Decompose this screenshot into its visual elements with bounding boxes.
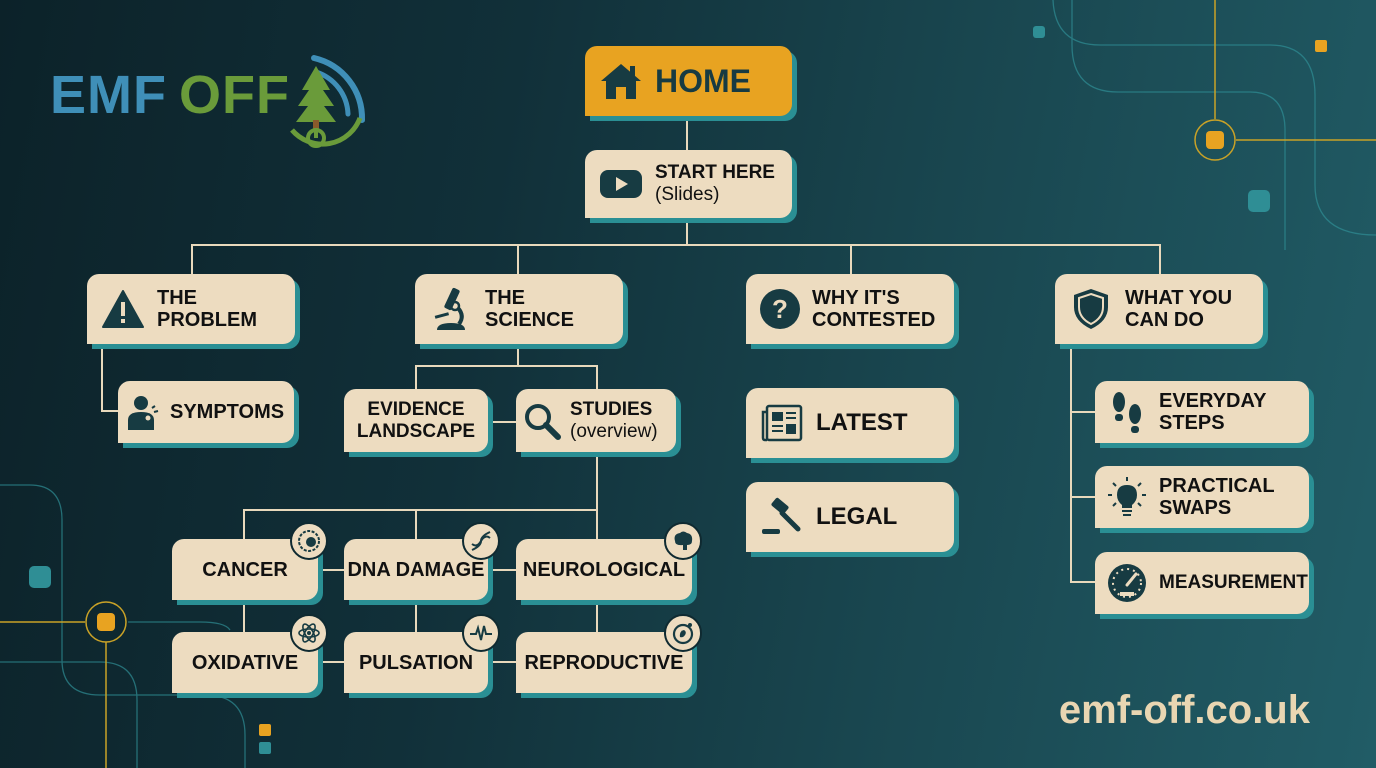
- start-here-node[interactable]: START HERE(Slides): [585, 150, 792, 218]
- start-here-label: START HERE: [655, 162, 775, 183]
- science-line1: THE: [485, 287, 525, 309]
- fetus-icon: [664, 614, 702, 652]
- problem-line2: PROBLEM: [157, 309, 257, 331]
- latest-label: LATEST: [816, 409, 908, 436]
- atom-icon: [290, 614, 328, 652]
- measurement-node[interactable]: MEASUREMENT: [1095, 552, 1309, 614]
- topic-reproductive[interactable]: REPRODUCTIVE: [516, 632, 692, 693]
- cell-icon: [290, 522, 328, 560]
- studies-line1: STUDIES: [570, 398, 653, 420]
- brain-icon: [664, 522, 702, 560]
- action-line1: WHAT YOU: [1125, 287, 1233, 309]
- pulse-icon: [462, 614, 500, 652]
- legal-label: LEGAL: [816, 503, 898, 530]
- topic-label: CANCER: [202, 558, 288, 581]
- topic-label: PULSATION: [358, 651, 474, 674]
- lightbulb-icon: [1103, 473, 1151, 521]
- evidence-line1: EVIDENCE: [367, 398, 465, 420]
- evidence-line2: LANDSCAPE: [356, 420, 476, 442]
- contested-line2: CONTESTED: [812, 309, 936, 331]
- person-pain-icon: [124, 388, 164, 436]
- latest-node[interactable]: LATEST: [746, 388, 954, 458]
- gauge-icon: [1103, 559, 1151, 607]
- magnifier-icon: [522, 397, 562, 445]
- contested-line1: WHY IT'S: [812, 287, 900, 309]
- logo[interactable]: EMF OFF: [50, 40, 374, 150]
- dna-icon: [462, 522, 500, 560]
- shield-icon: [1067, 285, 1115, 333]
- question-icon: ?: [756, 285, 804, 333]
- svg-text:?: ?: [772, 294, 788, 324]
- microscope-icon: [427, 285, 475, 333]
- newspaper-icon: [758, 399, 806, 447]
- topic-label: OXIDATIVE: [191, 651, 299, 674]
- swaps-line1: PRACTICAL: [1159, 475, 1275, 497]
- studies-line2: (overview): [570, 420, 658, 442]
- site-url[interactable]: emf-off.co.uk: [1058, 688, 1310, 732]
- studies-node[interactable]: STUDIES(overview): [516, 389, 676, 452]
- house-icon: [597, 57, 645, 105]
- swaps-line2: SWAPS: [1159, 497, 1232, 519]
- symptoms-label: SYMPTOMS: [170, 401, 285, 423]
- play-icon: [597, 160, 645, 208]
- topic-label: NEUROLOGICAL: [522, 558, 686, 581]
- logo-text-off: OFF: [179, 65, 290, 125]
- steps-line2: STEPS: [1159, 412, 1225, 434]
- legal-node[interactable]: LEGAL: [746, 482, 954, 552]
- logo-text-emf: EMF: [50, 65, 167, 125]
- home-node[interactable]: HOME: [585, 46, 792, 116]
- topic-neurological[interactable]: NEUROLOGICAL: [516, 539, 692, 600]
- measurement-label: MEASUREMENT: [1159, 572, 1308, 593]
- symptoms-node[interactable]: SYMPTOMS: [118, 381, 294, 443]
- science-line2: SCIENCE: [485, 309, 574, 331]
- topic-label: DNA DAMAGE: [347, 558, 485, 581]
- warning-icon: [99, 285, 147, 333]
- start-here-sub: (Slides): [655, 184, 720, 205]
- home-label: HOME: [655, 63, 751, 99]
- steps-line1: EVERYDAY: [1159, 390, 1267, 412]
- topic-label: REPRODUCTIVE: [524, 651, 684, 674]
- footprints-icon: [1103, 388, 1151, 436]
- problem-line1: THE: [157, 287, 197, 309]
- gavel-icon: [758, 493, 806, 541]
- tree-signal-power-icon: [290, 55, 365, 148]
- action-line2: CAN DO: [1125, 309, 1204, 331]
